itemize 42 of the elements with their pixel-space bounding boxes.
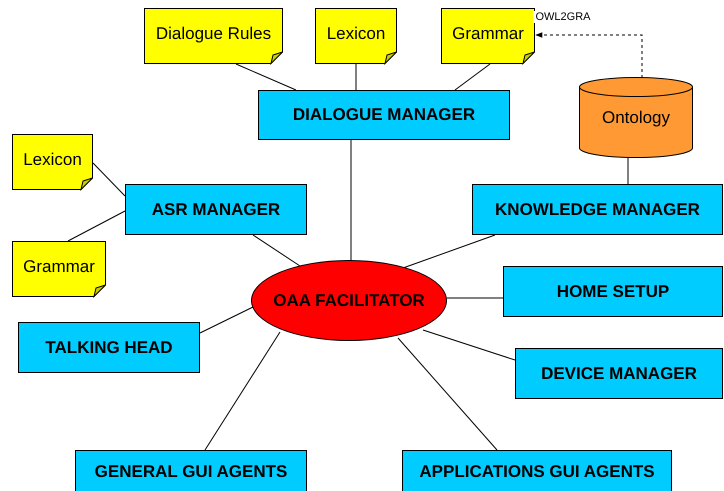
box-label: KNOWLEDGE MANAGER bbox=[495, 200, 700, 220]
connector-line bbox=[68, 210, 126, 242]
connector-line bbox=[92, 162, 126, 196]
connector-line bbox=[204, 332, 280, 450]
arrow bbox=[535, 32, 642, 78]
note-text: Grammar bbox=[23, 257, 95, 278]
edge-label: OWL2GRA bbox=[534, 11, 592, 23]
sticky-note bbox=[441, 8, 535, 64]
connector-line bbox=[236, 64, 296, 90]
box-label: HOME SETUP bbox=[556, 282, 670, 302]
database-cylinder bbox=[579, 77, 693, 158]
box-label: TALKING HEAD bbox=[45, 338, 173, 358]
box-label: APPLICATIONS GUI AGENTS bbox=[419, 462, 655, 482]
connector-line bbox=[200, 306, 254, 334]
box-label: DEVICE MANAGER bbox=[541, 364, 697, 384]
box-label: GENERAL GUI AGENTS bbox=[94, 462, 288, 482]
connector-line bbox=[402, 234, 496, 268]
box-label: DIALOGUE MANAGER bbox=[292, 105, 476, 125]
box-label: ASR MANAGER bbox=[152, 200, 280, 220]
connector-line bbox=[252, 234, 300, 266]
process-box bbox=[75, 450, 307, 491]
note-text: Grammar bbox=[452, 24, 524, 45]
sticky-note bbox=[12, 134, 93, 190]
process-box bbox=[503, 266, 723, 317]
connector-line bbox=[398, 338, 498, 450]
process-box bbox=[402, 450, 672, 491]
connector-line bbox=[350, 140, 352, 262]
sticky-note bbox=[12, 241, 106, 297]
connector-line bbox=[454, 64, 490, 90]
note-text: Dialogue Rules bbox=[156, 24, 272, 45]
process-box bbox=[258, 90, 510, 140]
process-box bbox=[125, 184, 307, 235]
note-text: Lexicon bbox=[326, 24, 386, 45]
process-box bbox=[472, 184, 723, 235]
note-text: Lexicon bbox=[23, 150, 82, 171]
database-label: Ontology bbox=[602, 108, 670, 128]
sticky-note bbox=[315, 8, 397, 64]
sticky-note bbox=[144, 8, 283, 64]
process-box bbox=[18, 322, 200, 373]
ellipse-label: OAA FACILITATOR bbox=[273, 290, 425, 310]
connector-line bbox=[422, 330, 516, 360]
process-box bbox=[515, 348, 723, 399]
